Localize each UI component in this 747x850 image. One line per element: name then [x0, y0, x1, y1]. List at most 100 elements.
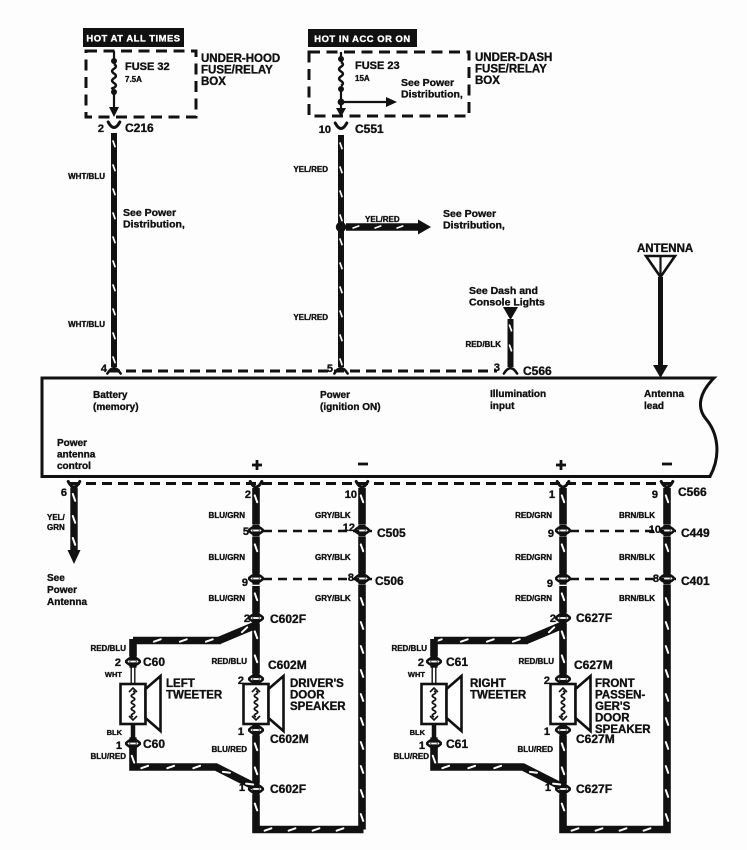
svg-text:C627M: C627M — [574, 658, 613, 672]
svg-text:Distribution,: Distribution, — [443, 220, 505, 232]
svg-text:6: 6 — [61, 487, 67, 499]
svg-text:5: 5 — [327, 363, 333, 375]
svg-text:WHT/BLU: WHT/BLU — [68, 172, 105, 181]
svg-text:2: 2 — [550, 613, 556, 625]
svg-text:GRY/BLK: GRY/BLK — [315, 511, 351, 520]
svg-text:8: 8 — [653, 573, 659, 585]
svg-text:C602F: C602F — [270, 782, 306, 796]
svg-text:See Power: See Power — [123, 207, 176, 219]
svg-text:FRONT: FRONT — [595, 678, 635, 690]
svg-text:10: 10 — [649, 524, 661, 536]
svg-text:C602M: C602M — [268, 658, 307, 672]
svg-text:Antenna: Antenna — [47, 597, 87, 608]
svg-text:BLK: BLK — [410, 728, 426, 737]
svg-text:Power: Power — [57, 438, 87, 449]
svg-text:GRY/BLK: GRY/BLK — [315, 553, 351, 562]
svg-text:8: 8 — [348, 572, 354, 584]
svg-text:lead: lead — [644, 401, 664, 412]
svg-text:Antenna: Antenna — [644, 389, 684, 400]
svg-text:C61: C61 — [446, 655, 468, 669]
svg-text:BLU/RED: BLU/RED — [211, 745, 247, 754]
svg-text:RED/BLU: RED/BLU — [391, 644, 427, 653]
svg-text:FUSE/RELAY: FUSE/RELAY — [475, 64, 547, 76]
svg-text:1: 1 — [419, 740, 425, 752]
svg-text:C60: C60 — [143, 655, 165, 669]
svg-text:RED/GRN: RED/GRN — [515, 594, 552, 603]
svg-text:C216: C216 — [125, 121, 154, 135]
svg-text:GRY/BLK: GRY/BLK — [315, 594, 351, 603]
svg-text:9: 9 — [242, 577, 248, 589]
svg-text:TWEETER: TWEETER — [470, 690, 527, 702]
svg-text:Illumination: Illumination — [490, 389, 546, 400]
svg-text:1: 1 — [549, 489, 555, 501]
svg-text:YEL/RED: YEL/RED — [293, 165, 328, 174]
svg-text:2: 2 — [245, 489, 251, 501]
svg-text:C61: C61 — [446, 737, 468, 751]
svg-text:WHT/BLU: WHT/BLU — [68, 320, 105, 329]
svg-text:Power: Power — [47, 585, 77, 596]
svg-text:SPEAKER: SPEAKER — [595, 724, 651, 736]
svg-text:9: 9 — [547, 578, 553, 590]
svg-text:2: 2 — [115, 657, 121, 669]
svg-text:10: 10 — [319, 124, 331, 136]
svg-text:FUSE 32: FUSE 32 — [125, 61, 170, 73]
svg-text:TWEETER: TWEETER — [166, 690, 223, 702]
svg-text:GRN: GRN — [47, 523, 65, 532]
svg-text:RED/BLU: RED/BLU — [211, 657, 247, 666]
svg-text:C627F: C627F — [576, 782, 612, 796]
svg-text:1: 1 — [544, 726, 550, 738]
svg-text:C627M: C627M — [576, 732, 615, 746]
svg-text:C401: C401 — [681, 574, 710, 588]
svg-text:GER'S: GER'S — [595, 701, 631, 713]
svg-text:C505: C505 — [377, 526, 406, 540]
svg-text:9: 9 — [548, 528, 554, 540]
svg-text:WHT: WHT — [408, 670, 425, 679]
svg-text:WHT: WHT — [105, 670, 122, 679]
svg-text:Battery: Battery — [93, 390, 128, 401]
svg-text:BRN/BLK: BRN/BLK — [619, 594, 655, 603]
svg-text:RIGHT: RIGHT — [470, 678, 506, 690]
svg-text:C449: C449 — [681, 526, 710, 540]
svg-text:DRIVER'S: DRIVER'S — [290, 678, 344, 690]
svg-text:PASSEN-: PASSEN- — [595, 690, 645, 702]
svg-text:Power: Power — [320, 390, 350, 401]
svg-text:See Dash and: See Dash and — [469, 285, 538, 297]
svg-text:RED/BLK: RED/BLK — [465, 340, 501, 349]
svg-text:3: 3 — [494, 362, 500, 374]
svg-text:4: 4 — [101, 363, 108, 375]
svg-text:RED/BLU: RED/BLU — [518, 657, 554, 666]
svg-text:See: See — [47, 573, 65, 584]
svg-text:BLU/GRN: BLU/GRN — [209, 594, 246, 603]
svg-text:(memory): (memory) — [93, 402, 139, 413]
svg-text:C60: C60 — [143, 737, 165, 751]
svg-text:C566: C566 — [678, 485, 707, 499]
svg-text:UNDER-HOOD: UNDER-HOOD — [201, 53, 280, 65]
svg-text:RED/BLU: RED/BLU — [90, 644, 126, 653]
svg-text:SPEAKER: SPEAKER — [290, 701, 346, 713]
svg-text:FUSE 23: FUSE 23 — [355, 60, 400, 72]
svg-text:C506: C506 — [375, 574, 404, 588]
svg-text:BLU/RED: BLU/RED — [90, 752, 126, 761]
svg-text:ANTENNA: ANTENNA — [637, 243, 693, 255]
svg-text:RED/GRN: RED/GRN — [515, 511, 552, 520]
svg-text:1: 1 — [545, 782, 551, 794]
svg-text:UNDER-DASH: UNDER-DASH — [475, 52, 552, 64]
svg-text:15A: 15A — [355, 74, 370, 83]
svg-text:DOOR: DOOR — [290, 690, 325, 702]
svg-text:See Power: See Power — [401, 77, 454, 89]
svg-text:BLU/GRN: BLU/GRN — [209, 553, 246, 562]
svg-text:LEFT: LEFT — [166, 678, 195, 690]
svg-text:9: 9 — [652, 489, 658, 501]
svg-text:2: 2 — [418, 657, 424, 669]
svg-text:12: 12 — [343, 522, 355, 534]
svg-text:HOT AT ALL TIMES: HOT AT ALL TIMES — [86, 33, 180, 44]
svg-text:FUSE/RELAY: FUSE/RELAY — [201, 65, 273, 77]
svg-text:BLU/RED: BLU/RED — [393, 752, 429, 761]
svg-text:input: input — [490, 401, 515, 412]
svg-text:C602M: C602M — [270, 732, 309, 746]
svg-text:(ignition ON): (ignition ON) — [320, 402, 381, 413]
svg-text:BLK: BLK — [107, 728, 123, 737]
svg-text:See Power: See Power — [443, 208, 496, 220]
svg-text:2: 2 — [98, 123, 104, 135]
svg-text:DOOR: DOOR — [595, 713, 630, 725]
